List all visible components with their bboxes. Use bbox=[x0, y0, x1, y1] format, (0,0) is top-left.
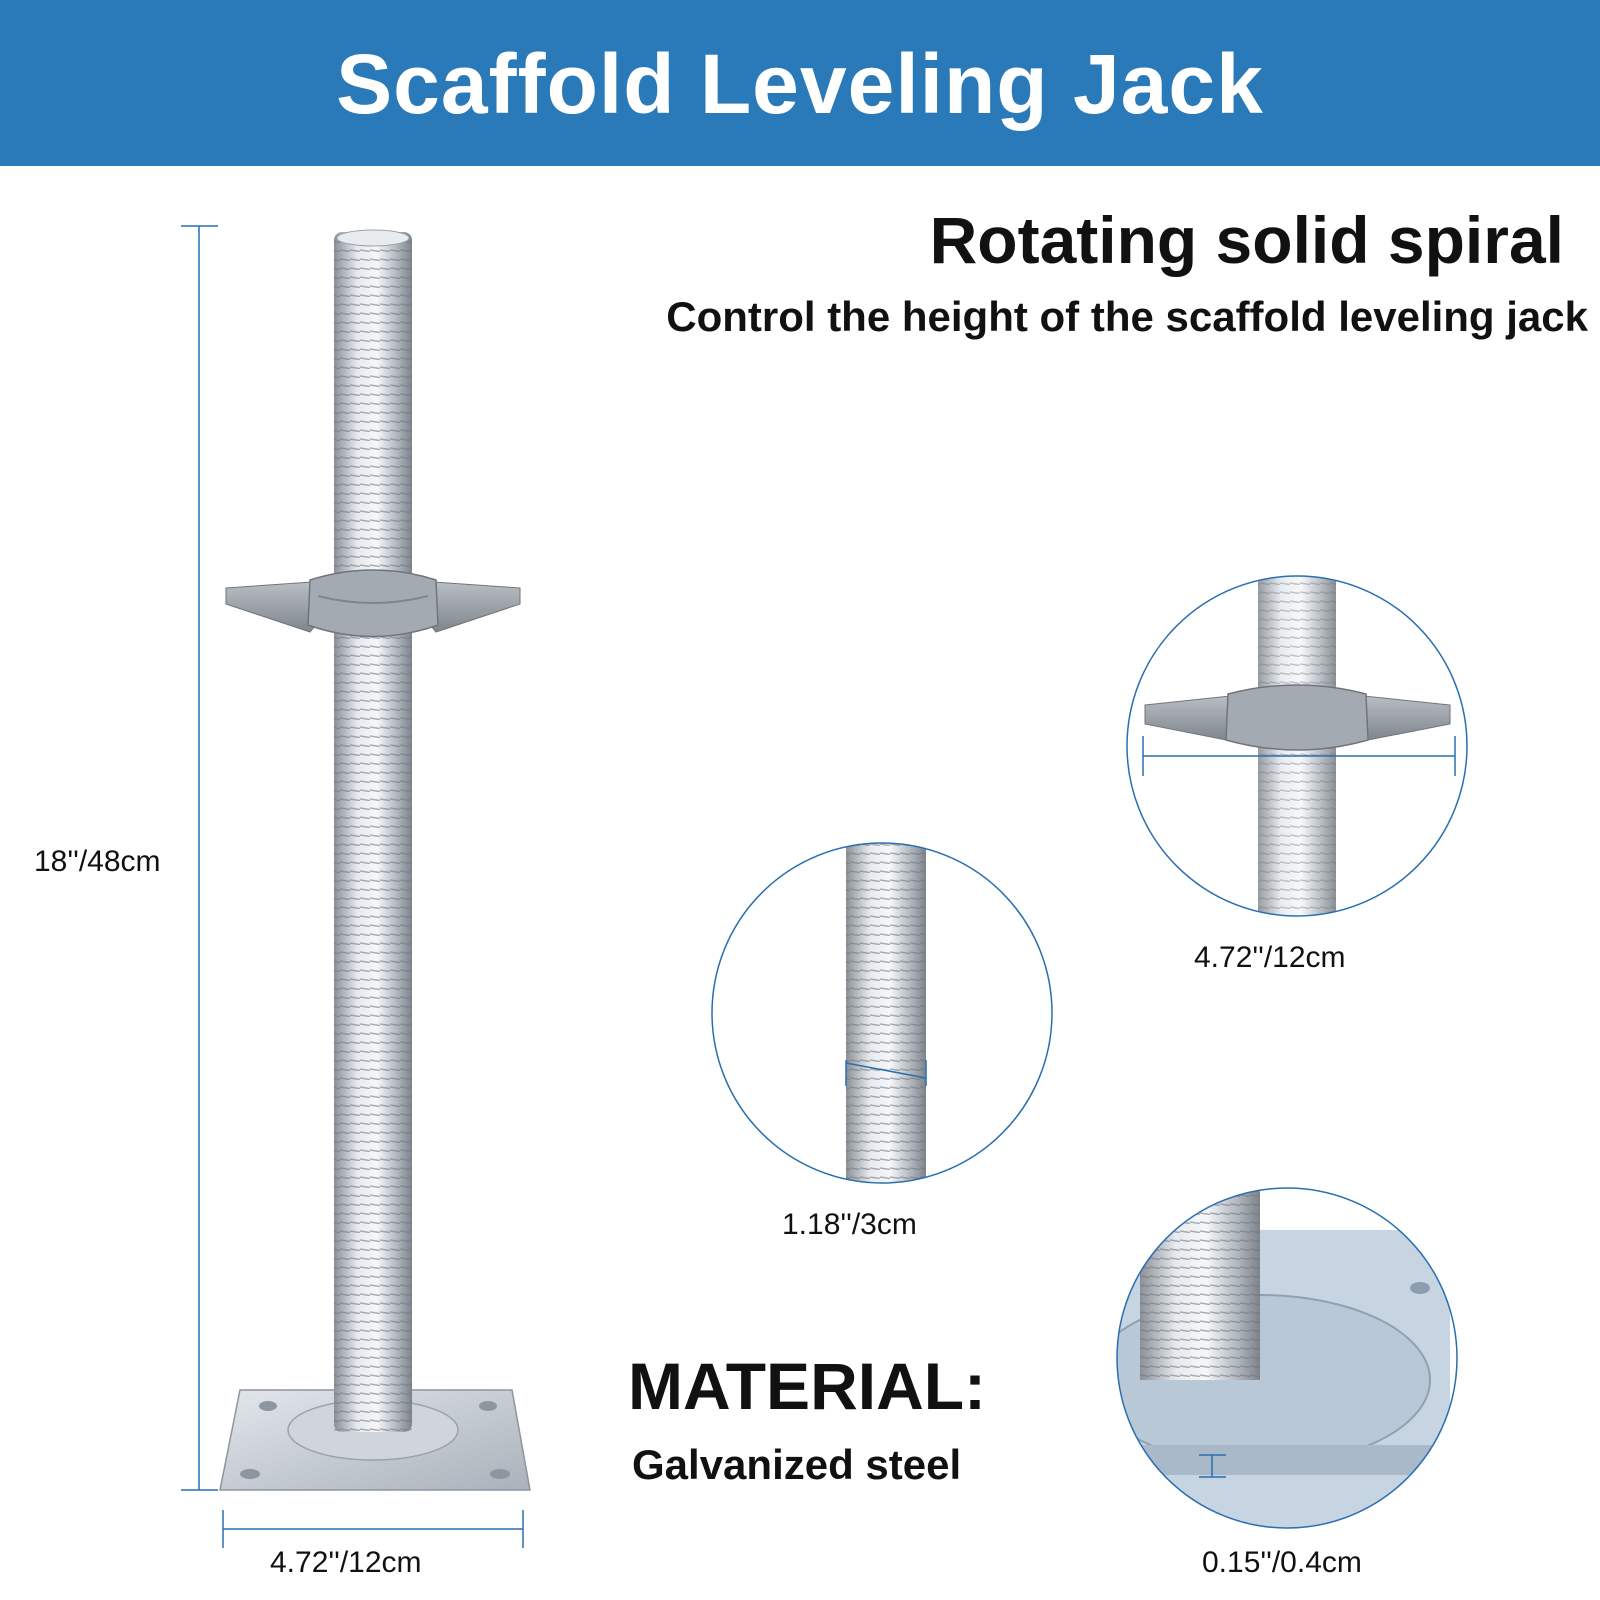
thread-detail-circle bbox=[711, 842, 1053, 1184]
base-width-dimension-line bbox=[222, 1510, 524, 1548]
threaded-rod bbox=[334, 229, 412, 1432]
base-width-label: 4.72''/12cm bbox=[270, 1546, 422, 1579]
plate-thickness-label: 0.15''/0.4cm bbox=[1202, 1546, 1362, 1579]
title-banner: Scaffold Leveling Jack bbox=[0, 0, 1600, 166]
material-label: MATERIAL: bbox=[628, 1349, 987, 1423]
height-dimension-line bbox=[181, 225, 218, 1491]
handle-detail-circle bbox=[1126, 575, 1468, 917]
handle-width-marker bbox=[1142, 736, 1456, 776]
base-plate bbox=[219, 1389, 531, 1491]
thread-diameter-label: 1.18''/3cm bbox=[782, 1208, 917, 1241]
handle-width-label: 4.72''/12cm bbox=[1194, 941, 1346, 974]
feature-heading: Rotating solid spiral bbox=[929, 203, 1564, 277]
plate-thickness-marker bbox=[1199, 1454, 1226, 1478]
feature-subheading: Control the height of the scaffold level… bbox=[666, 293, 1588, 340]
wing-nut-handle bbox=[225, 569, 521, 638]
page-title: Scaffold Leveling Jack bbox=[336, 37, 1264, 131]
base-detail-circle bbox=[1116, 1187, 1458, 1529]
height-label: 18''/48cm bbox=[34, 845, 161, 878]
thread-diameter-marker bbox=[845, 1060, 927, 1086]
material-value: Galvanized steel bbox=[632, 1441, 962, 1488]
